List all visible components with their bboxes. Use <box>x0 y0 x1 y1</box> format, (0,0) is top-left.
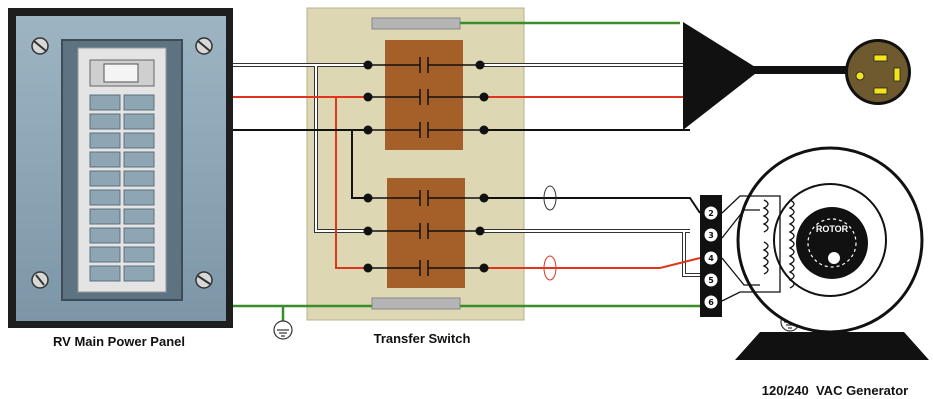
breaker-grid <box>89 94 155 282</box>
terminal-label: 4 <box>708 254 714 263</box>
ground-symbol-icon <box>273 320 293 340</box>
transfer-switch-box <box>306 7 525 321</box>
rotor-label: ROTOR <box>816 224 849 234</box>
stator-windings <box>721 195 795 302</box>
plug-face-icon <box>855 54 901 95</box>
black-hot-wires <box>233 129 701 214</box>
rv-main-power-panel <box>8 8 233 328</box>
transfer-switch-caption: Transfer Switch <box>374 331 471 346</box>
contactor-contacts <box>368 57 484 276</box>
terminal-label: 5 <box>708 276 714 285</box>
generator-terminal-strip: 2 3 4 5 6 <box>700 195 722 317</box>
contact-terminals <box>363 60 489 273</box>
terminal-label: 3 <box>708 231 714 240</box>
terminal-label: 2 <box>708 209 714 218</box>
terminal-label: 6 <box>708 298 714 307</box>
white-neutral-wires <box>233 63 700 277</box>
generator-body <box>735 146 929 360</box>
generator-caption: 120/240 VAC Generator <box>762 383 908 398</box>
wire-loop-markers <box>543 185 557 281</box>
green-ground-wires <box>233 21 700 322</box>
panel-caption: RV Main Power Panel <box>53 334 185 349</box>
shore-power-cord <box>683 22 911 130</box>
red-hot-wires <box>233 96 701 269</box>
